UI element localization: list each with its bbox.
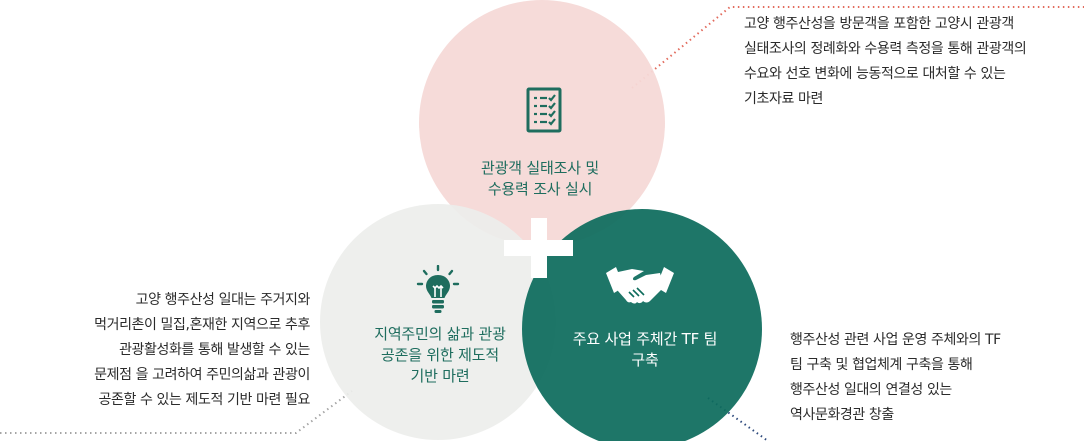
label-survey: 관광객 실태조사 및 수용력 조사 실시 bbox=[440, 158, 640, 200]
description-institutional-line4: 문제점 을 고려하여 주민의삶과 관광이 bbox=[94, 367, 310, 383]
description-tf-team-line3: 행주산성 일대의 연결성 있는 bbox=[790, 382, 952, 398]
label-institutional: 지역주민의 삶과 관광 공존을 위한 제도적 기반 마련 bbox=[340, 324, 540, 387]
label-tf-team-line2: 구축 bbox=[631, 351, 659, 369]
description-tf-team-line2: 팀 구축 및 협업체계 구축을 통해 bbox=[790, 357, 973, 373]
description-survey: 고양 행주산성을 방문객을 포함한 고양시 관광객 실태조사의 정례화와 수용력… bbox=[744, 12, 1027, 112]
label-survey-line1: 관광객 실태조사 및 bbox=[481, 159, 599, 177]
lightbulb-icon bbox=[416, 265, 460, 313]
label-tf-team-line1: 주요 사업 주체간 TF 팀 bbox=[572, 330, 718, 348]
description-institutional-line1: 고양 행주산성 일대는 주거지와 bbox=[135, 292, 311, 308]
description-institutional-line2: 먹거리촌이 밀집,혼재한 지역으로 추후 bbox=[94, 317, 310, 333]
description-institutional: 고양 행주산성 일대는 주거지와 먹거리촌이 밀집,혼재한 지역으로 추후 관광… bbox=[20, 288, 310, 413]
connector-left bbox=[0, 390, 353, 434]
description-survey-line1: 고양 행주산성을 방문객을 포함한 고양시 관광객 bbox=[744, 16, 1014, 32]
description-survey-line3: 수요와 선호 변화에 능동적으로 대처할 수 있는 bbox=[744, 66, 1006, 82]
label-institutional-line2: 공존을 위한 제도적 bbox=[381, 346, 499, 364]
description-tf-team: 행주산성 관련 사업 운영 주체와의 TF 팀 구축 및 협업체계 구축을 통해… bbox=[790, 328, 1001, 428]
circle-right bbox=[522, 209, 762, 441]
label-institutional-line3: 기반 마련 bbox=[410, 367, 470, 385]
label-tf-team: 주요 사업 주체간 TF 팀 구축 bbox=[545, 329, 745, 371]
description-survey-line4: 기초자료 마련 bbox=[744, 91, 823, 107]
label-institutional-line1: 지역주민의 삶과 관광 bbox=[374, 325, 506, 343]
circle-left bbox=[320, 204, 556, 440]
description-survey-line2: 실태조사의 정례화와 수용력 측정을 통해 관광객의 bbox=[744, 41, 1027, 57]
plus-sign bbox=[504, 218, 573, 278]
description-institutional-line3: 관광활성화를 통해 발생할 수 있는 bbox=[119, 342, 310, 358]
description-institutional-line5: 공존할 수 있는 제도적 기반 마련 필요 bbox=[98, 392, 310, 408]
label-survey-line2: 수용력 조사 실시 bbox=[487, 180, 593, 198]
description-tf-team-line4: 역사문화경관 창출 bbox=[790, 407, 894, 423]
checklist-icon bbox=[526, 87, 562, 133]
handshake-icon bbox=[606, 267, 674, 304]
description-tf-team-line1: 행주산성 관련 사업 운영 주체와의 TF bbox=[790, 332, 1001, 348]
